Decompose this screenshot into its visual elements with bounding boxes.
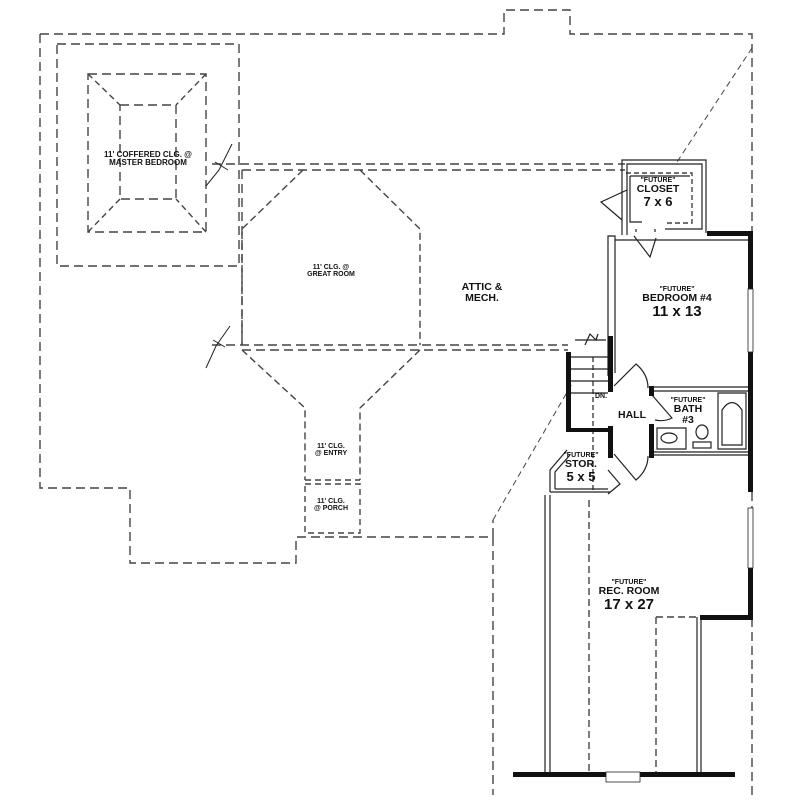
rec-room-wall-left (544, 495, 551, 775)
wall-right-3 (748, 568, 753, 620)
great-room-label: 11' CLG. @ GREAT ROOM (307, 264, 355, 279)
wall-bedroom-top (707, 231, 753, 236)
rec-room-wall-right (696, 617, 702, 775)
wall-rec-step (700, 615, 753, 620)
wall-stair-bottom (566, 428, 612, 432)
stair-dn-label: DN. (594, 393, 608, 400)
master-coffer-inner (119, 104, 177, 200)
stair-treads (570, 339, 608, 394)
attic-label: ATTIC & MECH. (461, 281, 503, 305)
porch-label: 11' CLG. @ PORCH (313, 498, 349, 513)
wall-rec-bottom-l (513, 772, 614, 777)
closet-walls (621, 159, 707, 235)
hall-label: HALL (618, 409, 646, 421)
entry-porch (304, 479, 361, 534)
break-symbol-upper (205, 143, 233, 187)
roof-diagonal-right (674, 47, 753, 166)
bedroom4-label: "FUTURE" BEDROOM #4 11 x 13 (642, 286, 712, 321)
bath-walls (654, 386, 748, 456)
bedroom4-walls (607, 235, 748, 376)
window-bedroom (747, 288, 754, 353)
coffer-diagonals (87, 73, 207, 233)
toilet (695, 424, 709, 440)
hall-door-rec (613, 453, 649, 481)
storage-label: "FUTURE" STOR. 5 x 5 (563, 452, 599, 485)
rec-room-label: "FUTURE" REC. ROOM 17 x 27 (598, 579, 660, 614)
break-symbol-lower (205, 325, 231, 369)
entry-label: 11' CLG. @ ENTRY (314, 443, 348, 458)
wall-hall-r2 (649, 424, 654, 458)
exterior-outline (39, 9, 753, 795)
wall-right-1 (748, 231, 753, 289)
master-bedroom-outer (56, 43, 240, 267)
bath-vanity (656, 427, 687, 450)
closet-dashed (626, 172, 693, 224)
storage-walls (549, 449, 610, 493)
closet-door-bottom (633, 235, 657, 259)
wall-stair-left (566, 352, 571, 432)
master-coffer-outer (87, 73, 207, 233)
bath3-label: "FUTURE" BATH #3 (670, 397, 706, 427)
wall-right-2 (748, 352, 753, 492)
wall-rec-bottom-r (640, 772, 735, 777)
master-coffered-label: 11' COFFERED CLG. @ MASTER BEDROOM (104, 150, 192, 168)
great-room-band-top (212, 163, 625, 171)
toilet-tank (692, 441, 712, 449)
storage-door (607, 469, 621, 495)
rec-room-dashed (588, 500, 700, 775)
great-room-octagon (241, 169, 421, 345)
closet-label: "FUTURE" CLOSET 7 x 6 (636, 177, 680, 210)
wall-stair-right (608, 336, 613, 392)
entry-funnel (241, 349, 421, 480)
closet-inner (629, 175, 690, 223)
wall-hall-l (608, 426, 613, 458)
stair-break (584, 332, 599, 346)
door-rec-bottom (605, 771, 641, 783)
sink (660, 432, 678, 444)
hall-door-bath (651, 394, 673, 422)
roof-diagonal-lower (492, 381, 574, 521)
wall-hall-r1 (649, 386, 654, 396)
closet-door-left (599, 189, 628, 221)
tub (717, 392, 747, 450)
great-room-band-bottom (212, 344, 568, 351)
window-rec (747, 507, 754, 569)
hall-door-bedroom (613, 363, 649, 389)
